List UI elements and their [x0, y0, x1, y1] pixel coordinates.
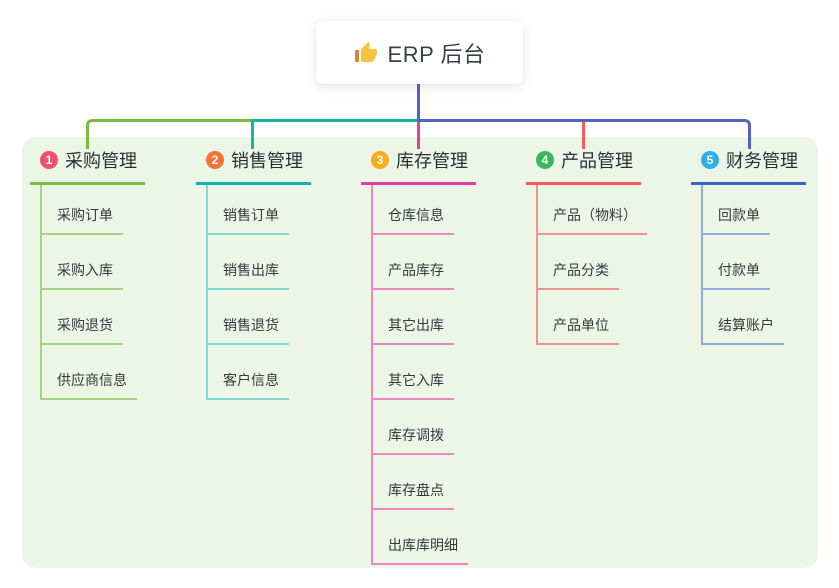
child-node[interactable]: 库存盘点 [373, 455, 454, 510]
child-node[interactable]: 销售订单 [208, 185, 289, 235]
connector-branch-4 [582, 122, 585, 149]
branch-2: 2 销售管理销售订单销售出库销售退货客户信息 [196, 147, 361, 400]
branch-header[interactable]: 3 库存管理 [361, 147, 476, 185]
branch-header[interactable]: 1 采购管理 [30, 147, 145, 185]
mindmap-panel [22, 137, 818, 568]
branch-3: 3 库存管理仓库信息产品库存其它出库其它入库库存调拨库存盘点出库库明细 [361, 147, 526, 565]
thumbs-up-icon [354, 41, 377, 62]
child-node[interactable]: 回款单 [703, 185, 770, 235]
connector-branch-2 [251, 119, 419, 149]
connector-root-stem [417, 84, 420, 122]
root-title: ERP 后台 [387, 41, 486, 67]
child-node[interactable]: 产品分类 [538, 235, 619, 290]
branch-children: 销售订单销售出库销售退货客户信息 [206, 185, 289, 400]
branch-header[interactable]: 4 产品管理 [526, 147, 641, 185]
child-node[interactable]: 其它入库 [373, 345, 454, 400]
child-node[interactable]: 产品单位 [538, 290, 619, 345]
child-node[interactable]: 客户信息 [208, 345, 289, 400]
branch-children: 回款单付款单结算账户 [701, 185, 784, 345]
branch-title: 采购管理 [65, 151, 137, 171]
branch-number-badge: 1 [40, 151, 58, 169]
branch-children: 采购订单采购入库采购退货供应商信息 [40, 185, 137, 400]
branch-header[interactable]: 5 财务管理 [691, 147, 806, 185]
child-node[interactable]: 采购订单 [42, 185, 123, 235]
child-node[interactable]: 仓库信息 [373, 185, 454, 235]
root-node[interactable]: ERP 后台 [316, 21, 523, 84]
branch-number-badge: 5 [701, 151, 719, 169]
child-node[interactable]: 产品库存 [373, 235, 454, 290]
branch-1: 1 采购管理采购订单采购入库采购退货供应商信息 [30, 147, 195, 400]
branch-title: 产品管理 [561, 151, 633, 171]
child-node[interactable]: 其它出库 [373, 290, 454, 345]
child-node[interactable]: 供应商信息 [42, 345, 137, 400]
child-node[interactable]: 出库库明细 [373, 510, 468, 565]
branch-number-badge: 2 [206, 151, 224, 169]
branch-children: 产品（物料）产品分类产品单位 [536, 185, 647, 345]
child-node[interactable]: 产品（物料） [538, 185, 647, 235]
connector-branch-5 [417, 119, 751, 149]
branch-number-badge: 4 [536, 151, 554, 169]
branch-5: 5 财务管理回款单付款单结算账户 [691, 147, 839, 345]
branch-children: 仓库信息产品库存其它出库其它入库库存调拨库存盘点出库库明细 [371, 185, 468, 565]
branch-title: 财务管理 [726, 151, 798, 171]
child-node[interactable]: 采购退货 [42, 290, 123, 345]
child-node[interactable]: 采购入库 [42, 235, 123, 290]
child-node[interactable]: 付款单 [703, 235, 770, 290]
branch-title: 库存管理 [396, 151, 468, 171]
branch-4: 4 产品管理产品（物料）产品分类产品单位 [526, 147, 691, 345]
connector-branch-3 [417, 122, 420, 149]
child-node[interactable]: 销售出库 [208, 235, 289, 290]
branch-number-badge: 3 [371, 151, 389, 169]
child-node[interactable]: 库存调拨 [373, 400, 454, 455]
child-node[interactable]: 销售退货 [208, 290, 289, 345]
branch-header[interactable]: 2 销售管理 [196, 147, 311, 185]
child-node[interactable]: 结算账户 [703, 290, 784, 345]
branch-title: 销售管理 [231, 151, 303, 171]
connector-branch-1 [86, 119, 253, 149]
